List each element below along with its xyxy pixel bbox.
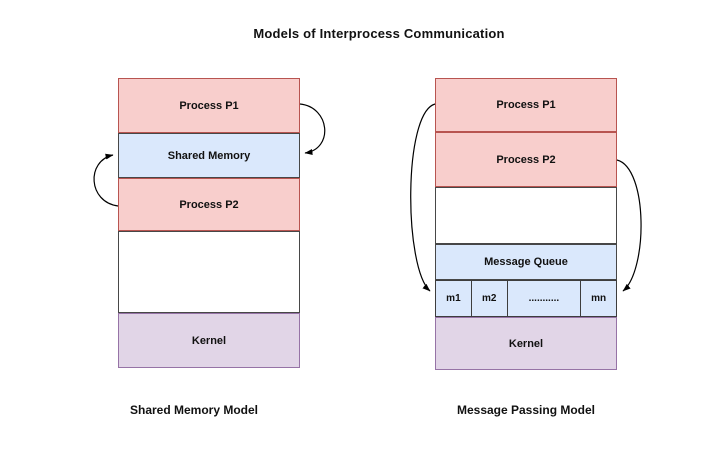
left-block-empty	[118, 231, 300, 313]
right-block-kernel: Kernel	[435, 317, 617, 370]
right-block-process-p2: Process P2	[435, 132, 617, 187]
queue-cell-ellipsis: ...........	[506, 280, 582, 317]
queue-cell-m1: m1	[435, 280, 472, 317]
right-caption: Message Passing Model	[456, 403, 596, 417]
right-block-kernel-label: Kernel	[508, 337, 544, 350]
right-block-process-p1-label: Process P1	[496, 99, 556, 111]
queue-cell-m2: m2	[470, 280, 508, 317]
left-block-process-p1-label: Process P1	[179, 99, 239, 112]
arrow-left-p1-to-shared-memory	[299, 103, 326, 155]
queue-cell-m1-label: m1	[446, 293, 461, 304]
arrow-left-p2-to-shared-memory	[93, 153, 119, 207]
left-block-kernel-label: Kernel	[191, 334, 227, 347]
right-block-message-queue-label: Message Queue	[484, 256, 568, 268]
right-block-empty	[435, 187, 617, 244]
arrow-right-p1-to-queue-m1	[410, 103, 436, 292]
queue-cell-m2-label: m2	[481, 293, 497, 304]
left-block-process-p2-label: Process P2	[179, 198, 239, 211]
left-block-process-p2: Process P2	[118, 178, 300, 231]
diagram-title: Models of Interprocess Communication	[253, 26, 505, 41]
left-caption: Shared Memory Model	[129, 403, 259, 417]
left-block-shared-memory-label: Shared Memory	[167, 149, 251, 162]
right-block-process-p2-label: Process P2	[496, 153, 556, 166]
queue-cell-mn-label: mn	[591, 293, 607, 304]
right-block-process-p1: Process P1	[435, 78, 617, 132]
queue-cell-ellipsis-label: ...........	[528, 293, 560, 304]
right-block-message-queue: Message Queue	[435, 244, 617, 280]
queue-cell-mn: mn	[580, 280, 617, 317]
left-block-process-p1: Process P1	[118, 78, 300, 133]
left-block-kernel: Kernel	[118, 313, 300, 368]
message-queue-cell-row: m1 m2 ........... mn	[435, 280, 617, 317]
left-block-shared-memory: Shared Memory	[118, 133, 300, 178]
arrow-right-p2-to-queue-mn	[616, 159, 642, 292]
